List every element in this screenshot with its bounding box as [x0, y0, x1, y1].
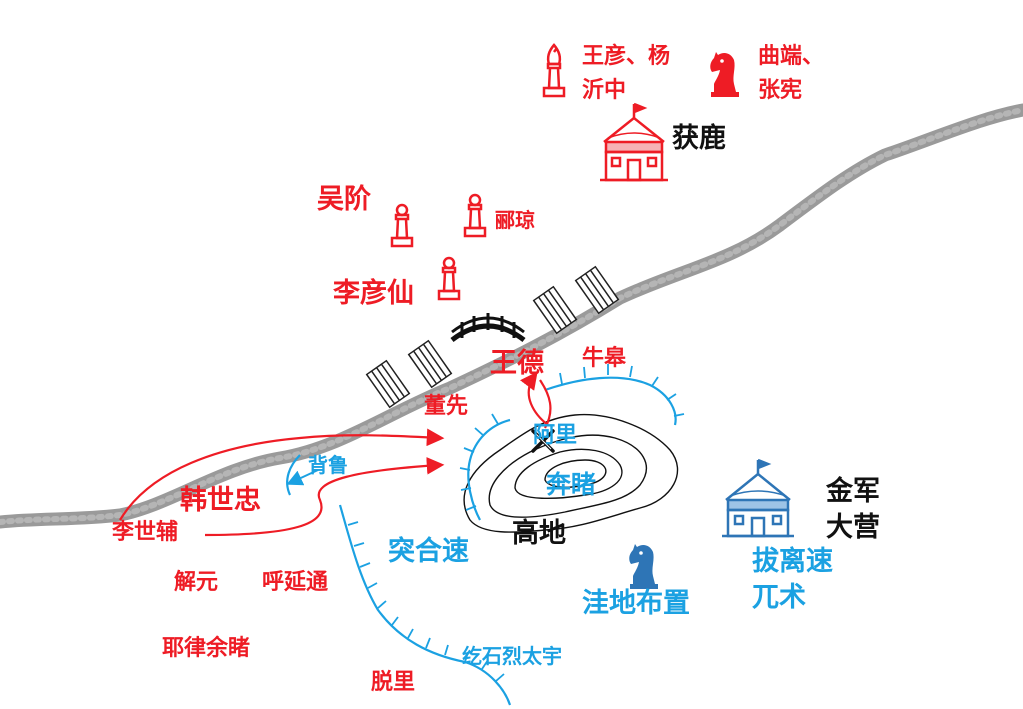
label-heshilie-taiyu: 纥石烈太宇: [462, 644, 562, 668]
label-li-qiong: 郦琼: [495, 208, 535, 232]
highland-contours: [463, 413, 679, 533]
label-qu-duan: 曲端、: [758, 44, 825, 69]
label-wu-jie: 吴阶: [317, 184, 371, 215]
crossed-swords-icon: [531, 429, 555, 453]
label-li-yanxian: 李彦仙: [333, 278, 414, 309]
label-dayin: 大营: [826, 512, 880, 543]
label-balisu: 拔离速: [752, 546, 833, 577]
chess-knight-icon: [629, 544, 658, 589]
army-camp-tent-icon: [722, 458, 794, 538]
label-dong-xian: 董先: [424, 394, 469, 419]
arched-bridge-icon: [450, 313, 526, 342]
label-wang-yan-yang: 王彦、杨: [582, 44, 671, 69]
label-li-shifu: 李世辅: [112, 520, 179, 545]
label-yelu-yudu: 耶律余睹: [162, 636, 251, 661]
label-huyantong: 呼延通: [262, 570, 329, 595]
label-ben-du: 奔睹: [546, 470, 597, 499]
label-gaodi: 高地: [512, 518, 566, 549]
chess-bishop-icon: [542, 43, 566, 98]
label-jieyuan: 解元: [174, 570, 219, 595]
label-niu-gao: 牛皋: [582, 346, 627, 371]
label-jinjun: 金军: [826, 476, 880, 507]
label-yizhong: 沂中: [582, 78, 627, 103]
chess-knight-icon: [710, 52, 739, 97]
label-zhang-xian: 张宪: [758, 78, 803, 103]
label-han-shizhong: 韩世忠: [180, 485, 261, 516]
label-a-li: 阿里: [533, 423, 578, 448]
song-attack-arrows: [119, 371, 552, 537]
army-camp-tent-icon: [600, 102, 668, 182]
jin-defense-line: [286, 364, 685, 706]
chess-pawn-icon: [390, 203, 414, 248]
river: [0, 103, 1023, 529]
label-wadi-buzhi: 洼地布置: [582, 588, 690, 619]
label-bei-lu: 背鲁: [308, 453, 348, 477]
label-wang-de: 王德: [490, 348, 544, 379]
label-wushu: 兀术: [752, 582, 806, 613]
label-tuhesu: 突合速: [388, 536, 469, 567]
pontoon-bridge-icon: [365, 265, 620, 409]
chess-pawn-icon: [437, 256, 461, 301]
label-huolu: 获鹿: [672, 123, 726, 154]
chess-pawn-icon: [463, 193, 487, 238]
label-tuoli: 脱里: [371, 670, 416, 695]
